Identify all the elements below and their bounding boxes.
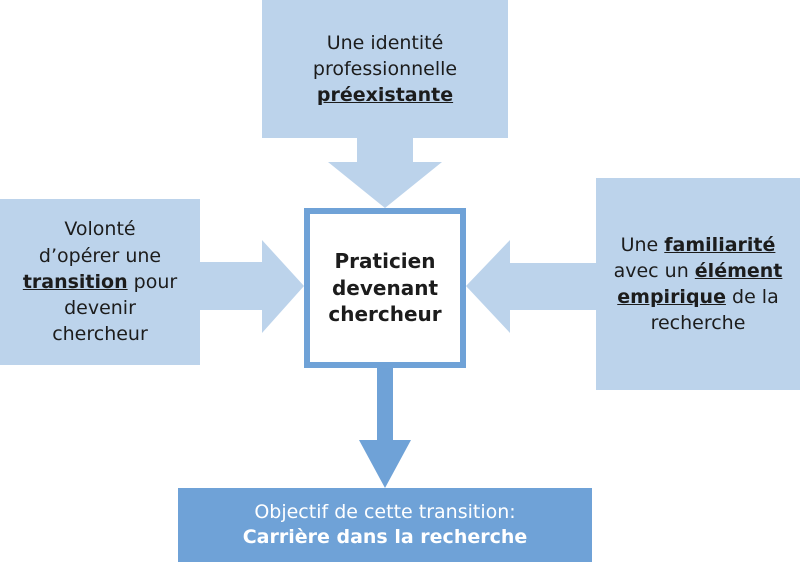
- top-line-3: préexistante: [317, 82, 453, 108]
- box-transition-will: Volonté d’opérer une transition pour dev…: [0, 199, 200, 365]
- right-line-2-start: avec un: [613, 259, 695, 282]
- right-line-1-start: Une: [620, 233, 665, 256]
- right-line-1: Une familiarité: [621, 232, 776, 258]
- bottom-line-1: Objectif de cette transition:: [254, 500, 516, 523]
- left-line-3: transition pour: [23, 269, 177, 295]
- top-line-2: professionnelle: [312, 57, 458, 80]
- top-keyword: préexistante: [316, 84, 454, 107]
- arrow-center-down: [359, 368, 411, 488]
- left-line-4: devenir: [64, 297, 136, 320]
- right-line-3: empirique de la: [617, 284, 778, 310]
- right-line-4: recherche: [650, 312, 746, 335]
- left-line-1: Volonté: [64, 218, 136, 241]
- arrow-left-right: [200, 240, 304, 333]
- box-practitioner-researcher: Praticien devenant chercheur: [304, 208, 466, 368]
- bottom-line-2: Carrière dans la recherche: [242, 526, 528, 548]
- left-keyword: transition: [22, 270, 128, 293]
- center-line-1: Praticien: [334, 249, 436, 274]
- center-line-3: chercheur: [328, 302, 442, 327]
- right-line-3-rest: de la: [725, 286, 779, 308]
- left-line-3-rest: pour: [127, 270, 178, 293]
- right-keyword-familiarity: familiarité: [664, 233, 776, 256]
- box-empirical-familiarity: Une familiarité avec un élément empiriqu…: [596, 178, 800, 390]
- arrow-top-down: [328, 138, 442, 208]
- box-professional-identity: Une identité professionnelle préexistant…: [262, 0, 508, 138]
- box-research-career-goal: Objectif de cette transition: Carrière d…: [178, 488, 592, 562]
- left-line-2: d’opérer une: [38, 244, 162, 267]
- right-line-2: avec un élément: [614, 258, 783, 284]
- center-line-2: devenant: [331, 275, 438, 300]
- arrow-right-left: [466, 240, 596, 333]
- right-keyword-element: élément: [694, 259, 783, 282]
- left-line-5: chercheur: [52, 323, 148, 346]
- right-keyword-empirical: empirique: [617, 286, 726, 308]
- top-line-1: Une identité: [326, 31, 444, 54]
